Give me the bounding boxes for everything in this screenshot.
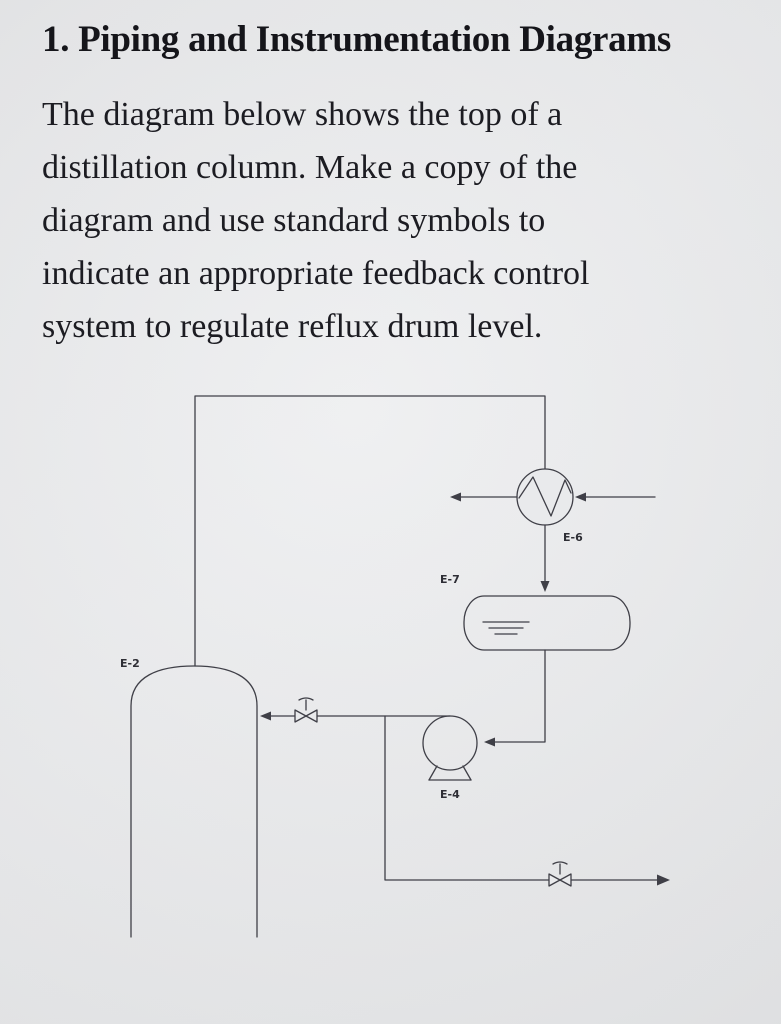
pump-symbol	[423, 716, 477, 780]
reflux-drum	[464, 596, 630, 650]
problem-statement-line: The diagram below shows the top of a	[42, 96, 563, 133]
condenser-label: E-6	[563, 531, 583, 544]
overhead-vapor-line	[195, 396, 545, 666]
pump-base-right	[463, 766, 471, 780]
problem-statement-line: indicate an appropriate feedback control	[42, 255, 590, 292]
product-valve	[549, 862, 571, 886]
coolant-in-arrow	[575, 492, 586, 502]
page-title: 1. Piping and Instrumentation Diagrams	[42, 19, 671, 60]
problem-statement-line: distillation column. Make a copy of the	[42, 149, 578, 186]
reflux-arrow	[260, 711, 271, 721]
column-vessel	[131, 666, 257, 937]
condenser-circle	[517, 469, 573, 525]
pump-circle	[423, 716, 477, 770]
drum-level-marks	[483, 622, 529, 634]
condenser-coil	[519, 477, 571, 516]
product-line	[385, 716, 657, 880]
valve-body	[295, 710, 317, 722]
valve-handle	[299, 698, 313, 700]
drum-outlet-line	[495, 650, 545, 742]
coolant-out-arrow	[450, 492, 461, 502]
problem-statement: The diagram below shows the top of a dis…	[42, 88, 762, 353]
problem-statement-line: diagram and use standard symbols to	[42, 202, 546, 239]
product-arrow	[657, 874, 670, 886]
reflux-valve	[295, 698, 317, 722]
valve-body	[549, 874, 571, 886]
condenser-symbol	[517, 469, 573, 525]
pump-label: E-4	[440, 788, 460, 801]
valve-handle	[553, 862, 567, 864]
drum-label: E-7	[440, 573, 460, 586]
column-label: E-2	[120, 657, 140, 670]
pump-base-left	[429, 766, 437, 780]
pump-suction-arrow	[484, 737, 495, 747]
problem-statement-line: system to regulate reflux drum level.	[42, 308, 543, 345]
condensate-arrow	[540, 581, 550, 592]
